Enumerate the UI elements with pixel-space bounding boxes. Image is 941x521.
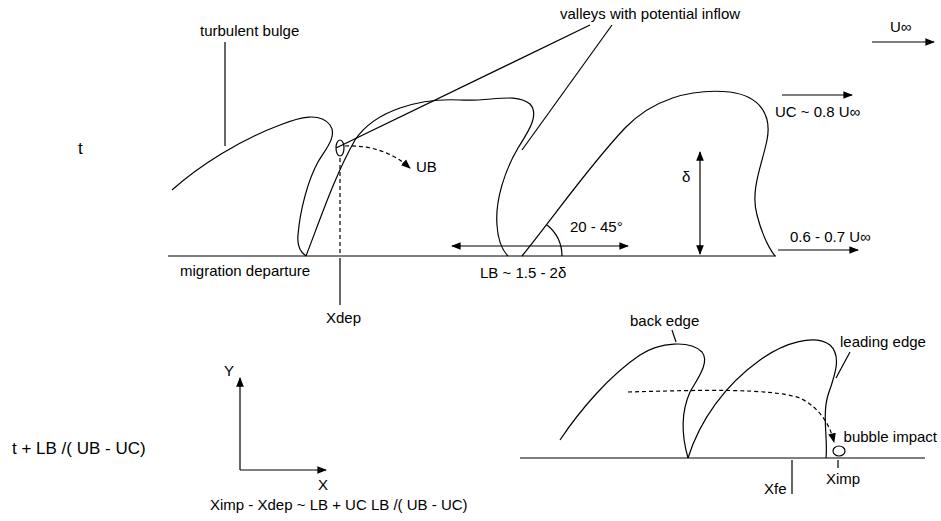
dimension-arrow bbox=[699, 152, 700, 254]
diagram-label: Y bbox=[224, 362, 234, 379]
wall-line bbox=[520, 457, 925, 458]
velocity-arrow bbox=[782, 94, 852, 95]
diagram-label: UB bbox=[416, 158, 437, 175]
diagram-label: 20 - 45° bbox=[570, 218, 623, 235]
diagram-label: back edge bbox=[630, 312, 699, 329]
axis-arrow bbox=[239, 378, 240, 470]
dimension-tick bbox=[339, 258, 340, 305]
diagram-label: migration departure bbox=[180, 262, 310, 279]
axis-arrow bbox=[240, 469, 326, 470]
bulge-outline bbox=[172, 117, 333, 256]
diagram-label: t + LB /( UB - UC) bbox=[12, 440, 146, 457]
bubble-path bbox=[345, 146, 410, 168]
departure-guide bbox=[339, 158, 340, 256]
diagram-label: UC ~ 0.8 U∞ bbox=[775, 103, 860, 120]
bulge-outline bbox=[306, 98, 534, 256]
diagram-label: t bbox=[78, 140, 83, 157]
dimension-arrow bbox=[452, 245, 628, 246]
leader-line bbox=[224, 42, 225, 146]
diagram-label: X bbox=[318, 476, 328, 493]
diagram-label: Ximp bbox=[826, 470, 860, 487]
diagram-label: Xdep bbox=[326, 309, 361, 326]
angle-arc bbox=[547, 225, 562, 256]
diagram-label: Xfe bbox=[764, 480, 787, 497]
diagram-label: turbulent bulge bbox=[200, 22, 299, 39]
bubble-path bbox=[628, 390, 834, 442]
bubble bbox=[833, 446, 845, 456]
diagram-label: leading edge bbox=[840, 333, 926, 350]
velocity-arrow bbox=[872, 41, 934, 42]
diagram-label: bubble impact bbox=[844, 428, 937, 445]
leader-line bbox=[672, 330, 676, 342]
bulge-outline bbox=[560, 344, 705, 458]
leader-line bbox=[336, 25, 590, 148]
diagram-label: δ bbox=[682, 168, 690, 185]
diagram-label: LB ~ 1.5 - 2δ bbox=[480, 264, 566, 281]
bulge-outline bbox=[522, 91, 775, 256]
leader-line bbox=[836, 352, 850, 378]
velocity-arrow bbox=[778, 249, 858, 250]
dimension-tick bbox=[837, 460, 838, 468]
bulge-outline bbox=[688, 340, 836, 458]
diagram-label: valleys with potential inflow bbox=[560, 5, 740, 22]
diagram-label: 0.6 - 0.7 U∞ bbox=[790, 228, 871, 245]
diagram-label: Ximp - Xdep ~ LB + UC LB /( UB - UC) bbox=[210, 496, 468, 513]
leader-line bbox=[522, 25, 612, 150]
dimension-tick bbox=[791, 460, 792, 494]
diagram-label: U∞ bbox=[890, 18, 912, 35]
wall-line bbox=[168, 255, 776, 256]
